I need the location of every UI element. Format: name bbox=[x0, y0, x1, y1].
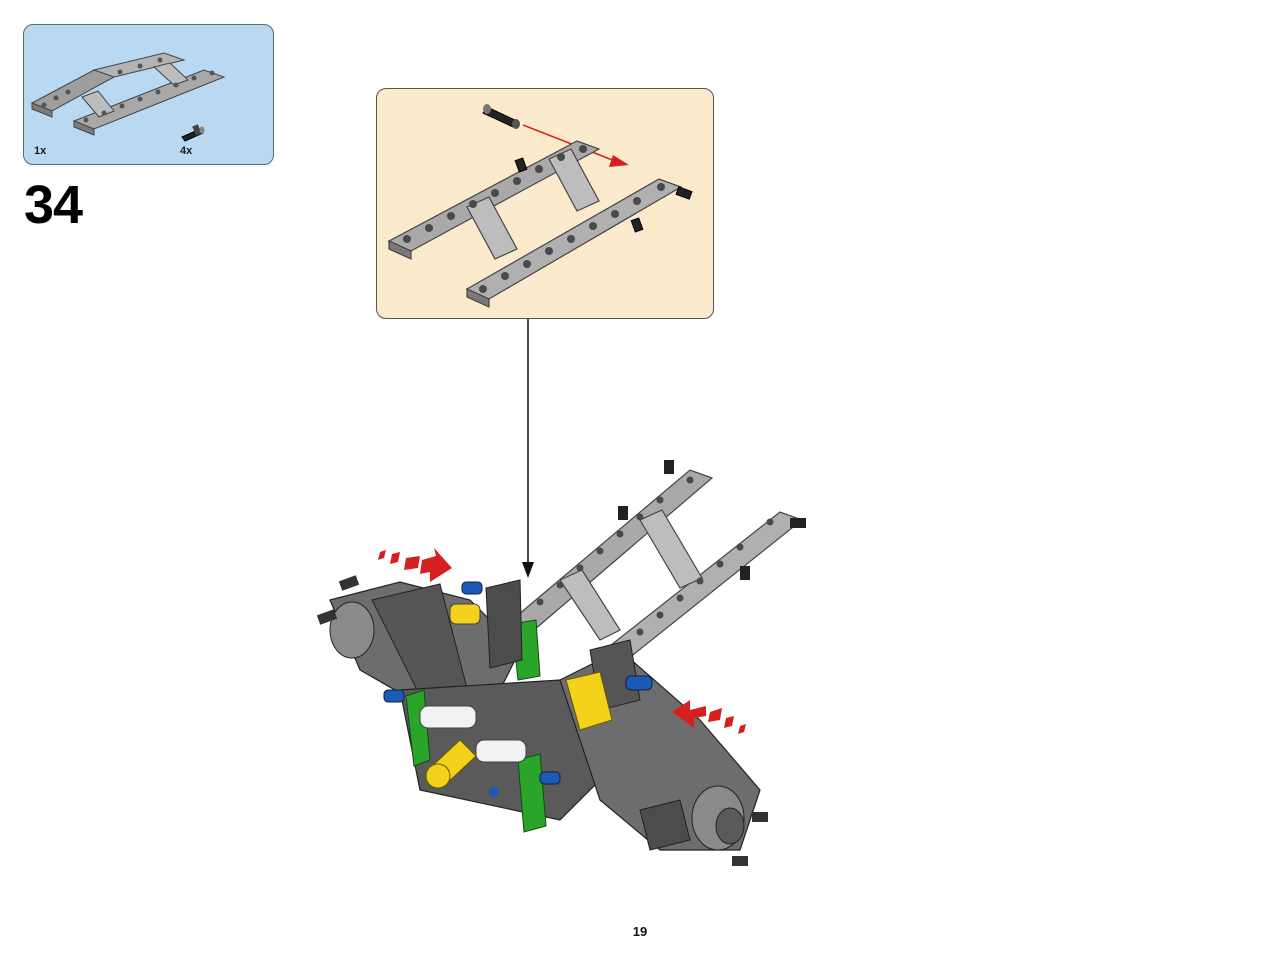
sub-assembly-illustration bbox=[387, 104, 693, 308]
placement-arrow-icon bbox=[522, 319, 534, 578]
step-number: 34 bbox=[24, 175, 83, 235]
sub-assembly-callout bbox=[376, 88, 714, 319]
insert-arrow-icon bbox=[522, 124, 629, 167]
connector-pin-black-icon bbox=[181, 124, 205, 142]
rear-axle-icon bbox=[559, 639, 768, 866]
axle-assembly-icon bbox=[316, 575, 541, 717]
parts-illustration bbox=[30, 52, 226, 142]
inserted-pins-icon bbox=[514, 157, 693, 233]
liftarm-frame-icon bbox=[387, 140, 683, 308]
liftarm-frame-gray-icon bbox=[30, 52, 226, 136]
part-quantity: 4x bbox=[180, 145, 193, 157]
push-arrow-right-icon bbox=[672, 700, 746, 734]
parts-list-panel: 1x 4x bbox=[23, 24, 274, 165]
part-quantity: 1x bbox=[34, 145, 47, 157]
connector-pin-icon bbox=[482, 104, 520, 129]
chassis-frame-icon bbox=[510, 460, 806, 671]
page-number: 19 bbox=[632, 924, 648, 939]
push-arrow-left-icon bbox=[378, 548, 452, 582]
